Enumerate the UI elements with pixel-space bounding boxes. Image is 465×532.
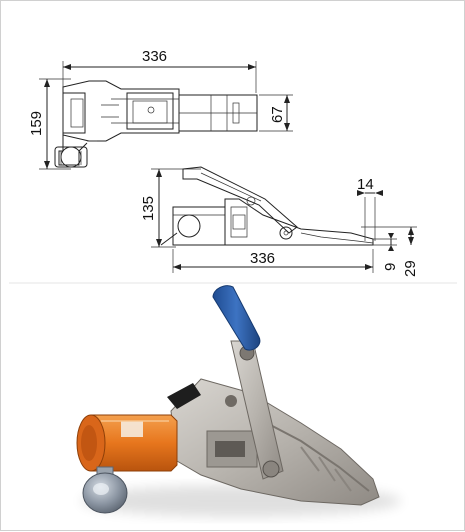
side-tip-small-label: 9 bbox=[382, 263, 399, 271]
product-photo bbox=[76, 285, 401, 517]
side-tip-large-label: 29 bbox=[402, 260, 419, 277]
side-length-label: 336 bbox=[250, 250, 275, 267]
top-width-label: 67 bbox=[269, 106, 286, 123]
side-height-label: 135 bbox=[140, 196, 157, 221]
handle-grip bbox=[212, 285, 261, 351]
top-height-label: 159 bbox=[28, 111, 45, 136]
side-view-drawing: 135 14 336 bbox=[140, 166, 419, 277]
side-jaw-label: 14 bbox=[357, 176, 374, 193]
top-length-label: 336 bbox=[142, 48, 167, 65]
top-view-drawing: 336 159 bbox=[28, 48, 293, 170]
